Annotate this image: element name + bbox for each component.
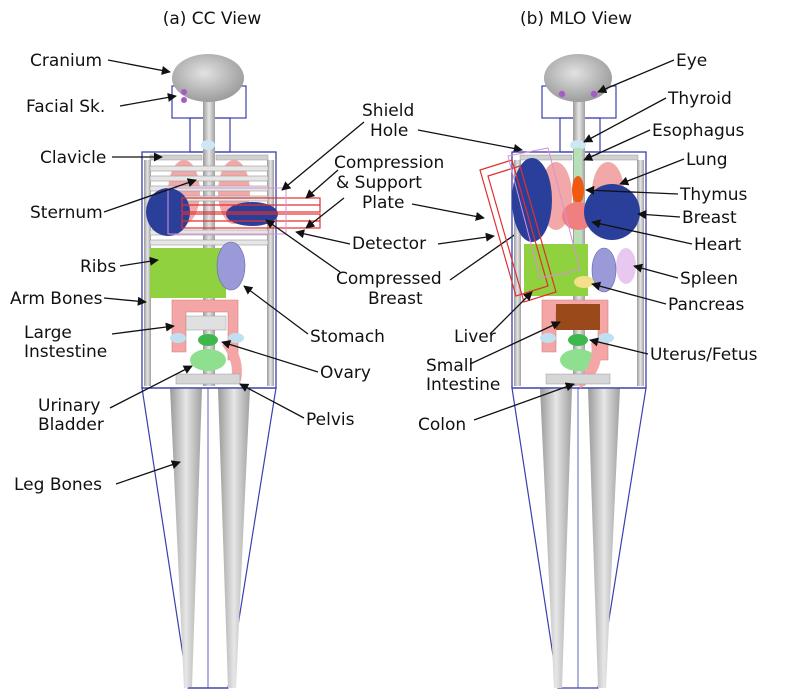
label-detector: Detector [352, 234, 426, 254]
label-compression-3: Plate [362, 193, 405, 213]
cc-view-panel: (a) CC View [10, 9, 531, 689]
mlo-liver-shape [524, 244, 588, 296]
cc-leg-bones-shape [141, 387, 277, 689]
cc-stomach-shape [216, 241, 246, 291]
label-sternum: Sternum [30, 203, 103, 223]
cc-bladder-shape [190, 349, 226, 371]
label-cranium: Cranium [30, 51, 102, 71]
cc-cranium-shape [172, 54, 244, 102]
label-urinary-1: Urinary [38, 396, 100, 416]
mlo-bladder-shape [560, 349, 596, 371]
cc-eye-right [181, 97, 187, 103]
label-facial-skeleton: Facial Sk. [26, 97, 105, 117]
label-large-intestine-1: Large [24, 323, 72, 343]
cc-shield-hole [167, 187, 287, 235]
mlo-cranium-shape [544, 54, 612, 102]
mlo-shield-hole [507, 147, 581, 279]
mlo-view-title: (b) MLO View [520, 9, 632, 29]
label-stomach: Stomach [310, 327, 385, 347]
cc-ovary-shape [198, 334, 218, 346]
label-thymus: Thymus [679, 185, 748, 205]
label-compressed-2: Breast [368, 289, 423, 309]
mlo-uterus-shape [568, 334, 588, 346]
label-urinary-2: Bladder [38, 415, 104, 435]
label-ovary: Ovary [320, 363, 371, 383]
cc-eye-left [181, 89, 187, 95]
cc-view-title: (a) CC View [163, 9, 262, 29]
label-clavicle: Clavicle [40, 148, 106, 168]
mlo-compression-plates [479, 159, 557, 303]
label-colon: Colon [418, 415, 466, 435]
cc-liver-shape [150, 248, 226, 298]
label-shield-2: Hole [370, 121, 408, 141]
label-small-intestine-1: Small [426, 356, 473, 376]
label-ribs: Ribs [80, 257, 116, 277]
cc-compression-plates [181, 197, 321, 229]
label-uterus: Uterus/Fetus [650, 345, 758, 365]
mlo-pancreas-shape [574, 276, 594, 288]
label-pelvis: Pelvis [306, 410, 355, 430]
label-heart: Heart [694, 235, 742, 255]
mlo-thymus-shape [572, 176, 584, 204]
label-arm-bones: Arm Bones [10, 289, 103, 309]
mlo-spleen-shape [616, 248, 636, 284]
mlo-compressed-breast [512, 158, 552, 242]
mlo-thyroid-shape [570, 140, 586, 150]
label-compression-1: Compression [334, 153, 444, 173]
label-small-intestine-2: Intestine [426, 375, 500, 395]
cc-arm-bone-left [144, 160, 151, 386]
label-breast: Breast [682, 208, 737, 228]
label-liver: Liver [454, 327, 496, 347]
label-leg-bones: Leg Bones [14, 475, 102, 495]
mlo-eye-left [558, 90, 566, 98]
label-spleen: Spleen [680, 269, 738, 289]
cc-arm-bone-right [267, 160, 274, 386]
mlo-small-intestine-shape [556, 304, 600, 330]
mlo-view-panel: (b) MLO View [418, 9, 758, 689]
label-pancreas: Pancreas [668, 295, 745, 315]
label-esophagus: Esophagus [652, 121, 745, 141]
label-eye: Eye [676, 51, 707, 71]
cc-pelvis-shape [175, 373, 241, 385]
label-thyroid: Thyroid [667, 89, 732, 109]
label-large-intestine-2: Instestine [24, 342, 107, 362]
mlo-leg-bones-shape [511, 387, 647, 689]
mlo-eye-right [590, 90, 598, 98]
label-compressed-1: Compressed [336, 269, 442, 289]
label-shield-1: Shield [362, 101, 414, 121]
label-compression-2: & Support [336, 173, 422, 193]
label-lung: Lung [686, 150, 728, 170]
